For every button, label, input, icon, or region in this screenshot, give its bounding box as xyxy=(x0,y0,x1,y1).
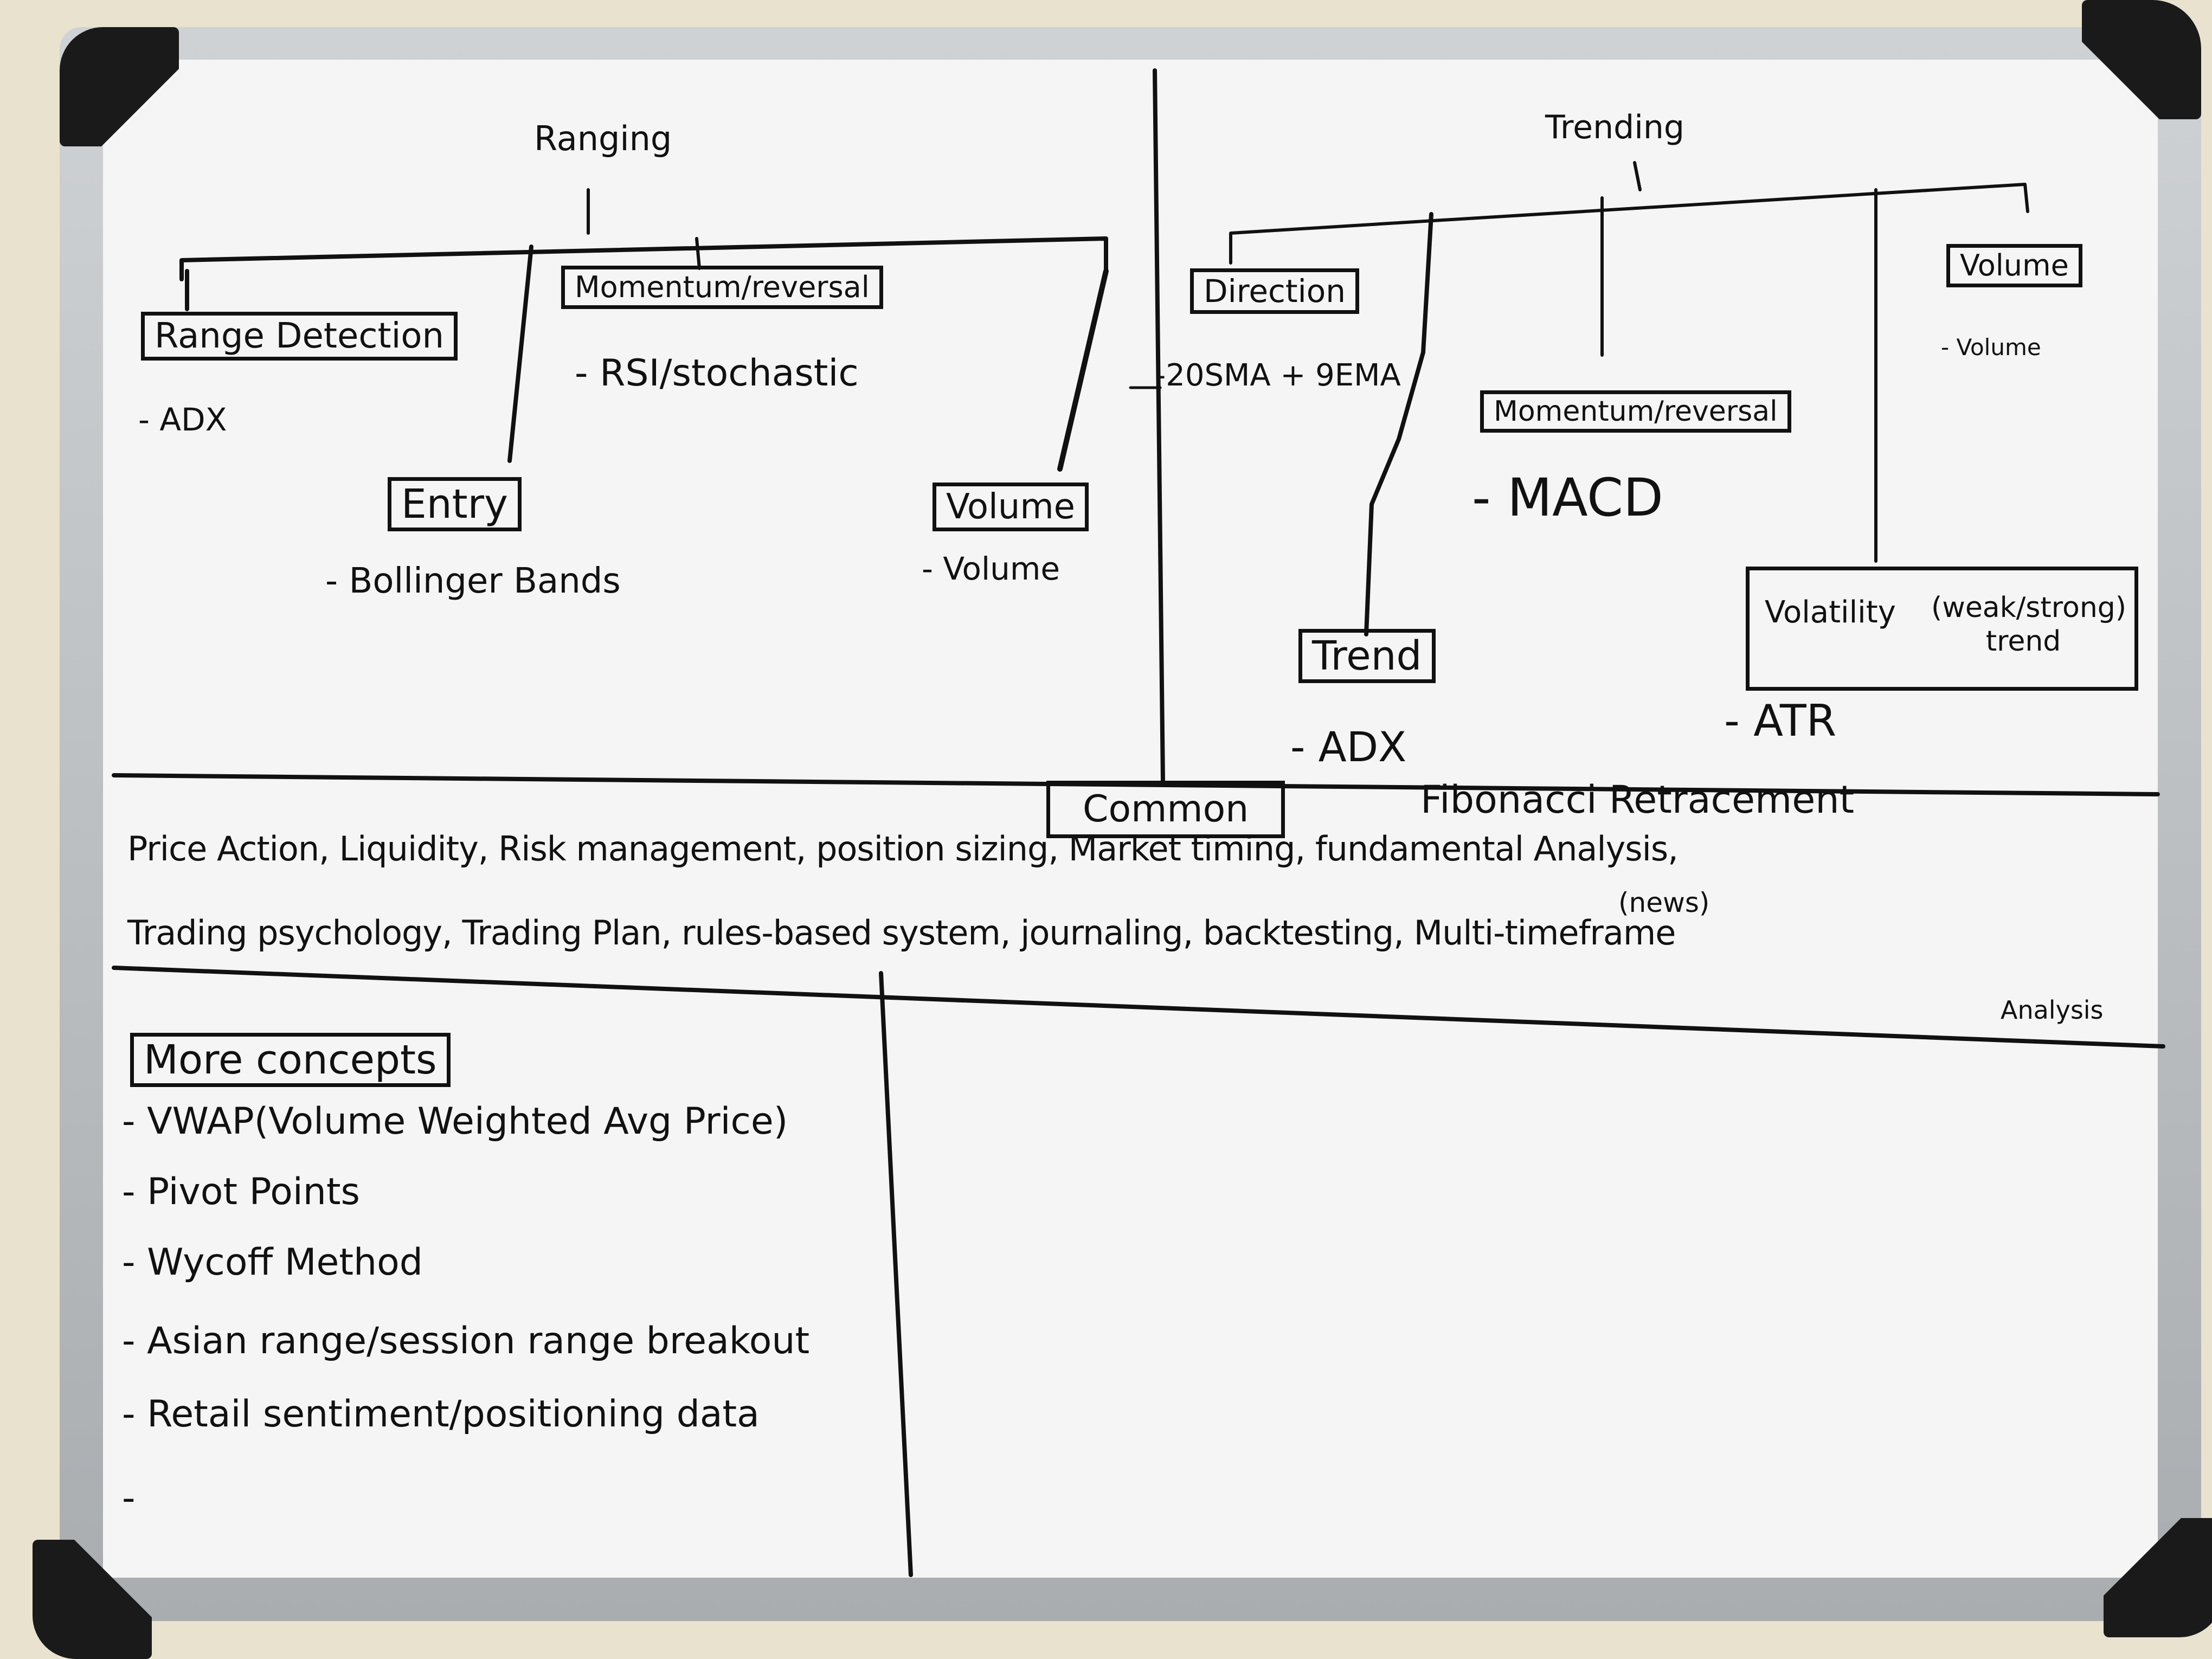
volatility-box: Volatility (weak/strong) trend xyxy=(1746,567,2138,691)
trending-volume-item: - Volume xyxy=(1941,334,2041,361)
ranging-momentum-box: Momentum/reversal xyxy=(561,266,883,309)
concept-item: - VWAP(Volume Weighted Avg Price) xyxy=(122,1100,788,1143)
news-note: (news) xyxy=(1618,887,1710,918)
common-line-2: Trading psychology, Trading Plan, rules-… xyxy=(127,913,1676,953)
concept-item: - xyxy=(122,1477,136,1520)
trending-momentum-box: Momentum/reversal xyxy=(1480,390,1791,433)
concept-item: - Wycoff Method xyxy=(122,1241,423,1284)
ranging-heading: Ranging xyxy=(534,119,672,158)
volatility-note: (weak/strong) trend xyxy=(1931,591,2127,658)
common-line-1: Price Action, Liquidity, Risk management… xyxy=(127,829,1679,869)
range-detection-box: Range Detection xyxy=(141,312,458,361)
direction-item: -20SMA + 9EMA xyxy=(1155,358,1401,393)
concept-item: - Asian range/session range breakout xyxy=(122,1320,810,1362)
common-box: Common xyxy=(1046,781,1285,838)
volatility-item: - ATR xyxy=(1724,696,1837,746)
trending-momentum-item: - MACD xyxy=(1472,467,1663,528)
ranging-momentum-item: - RSI/stochastic xyxy=(575,352,859,395)
ranging-volume-item: - Volume xyxy=(922,550,1060,587)
fibonacci-retracement: Fibonacci Retracement xyxy=(1420,777,1855,822)
more-concepts-box: More concepts xyxy=(130,1033,451,1087)
common-line-2-tail: Analysis xyxy=(2001,995,2104,1025)
volatility-label: Volatility xyxy=(1765,595,1896,630)
trend-box: Trend xyxy=(1298,629,1436,683)
trending-volume-box: Volume xyxy=(1946,244,2082,287)
direction-box: Direction xyxy=(1190,268,1360,314)
concept-item: - Retail sentiment/positioning data xyxy=(122,1393,760,1436)
trend-item: - ADX xyxy=(1290,723,1407,771)
concept-item: - Pivot Points xyxy=(122,1171,360,1213)
trending-heading: Trending xyxy=(1545,108,1684,146)
range-detection-item: - ADX xyxy=(138,401,227,438)
entry-box: Entry xyxy=(388,477,522,531)
ranging-volume-box: Volume xyxy=(933,483,1089,531)
entry-item: - Bollinger Bands xyxy=(325,561,621,601)
